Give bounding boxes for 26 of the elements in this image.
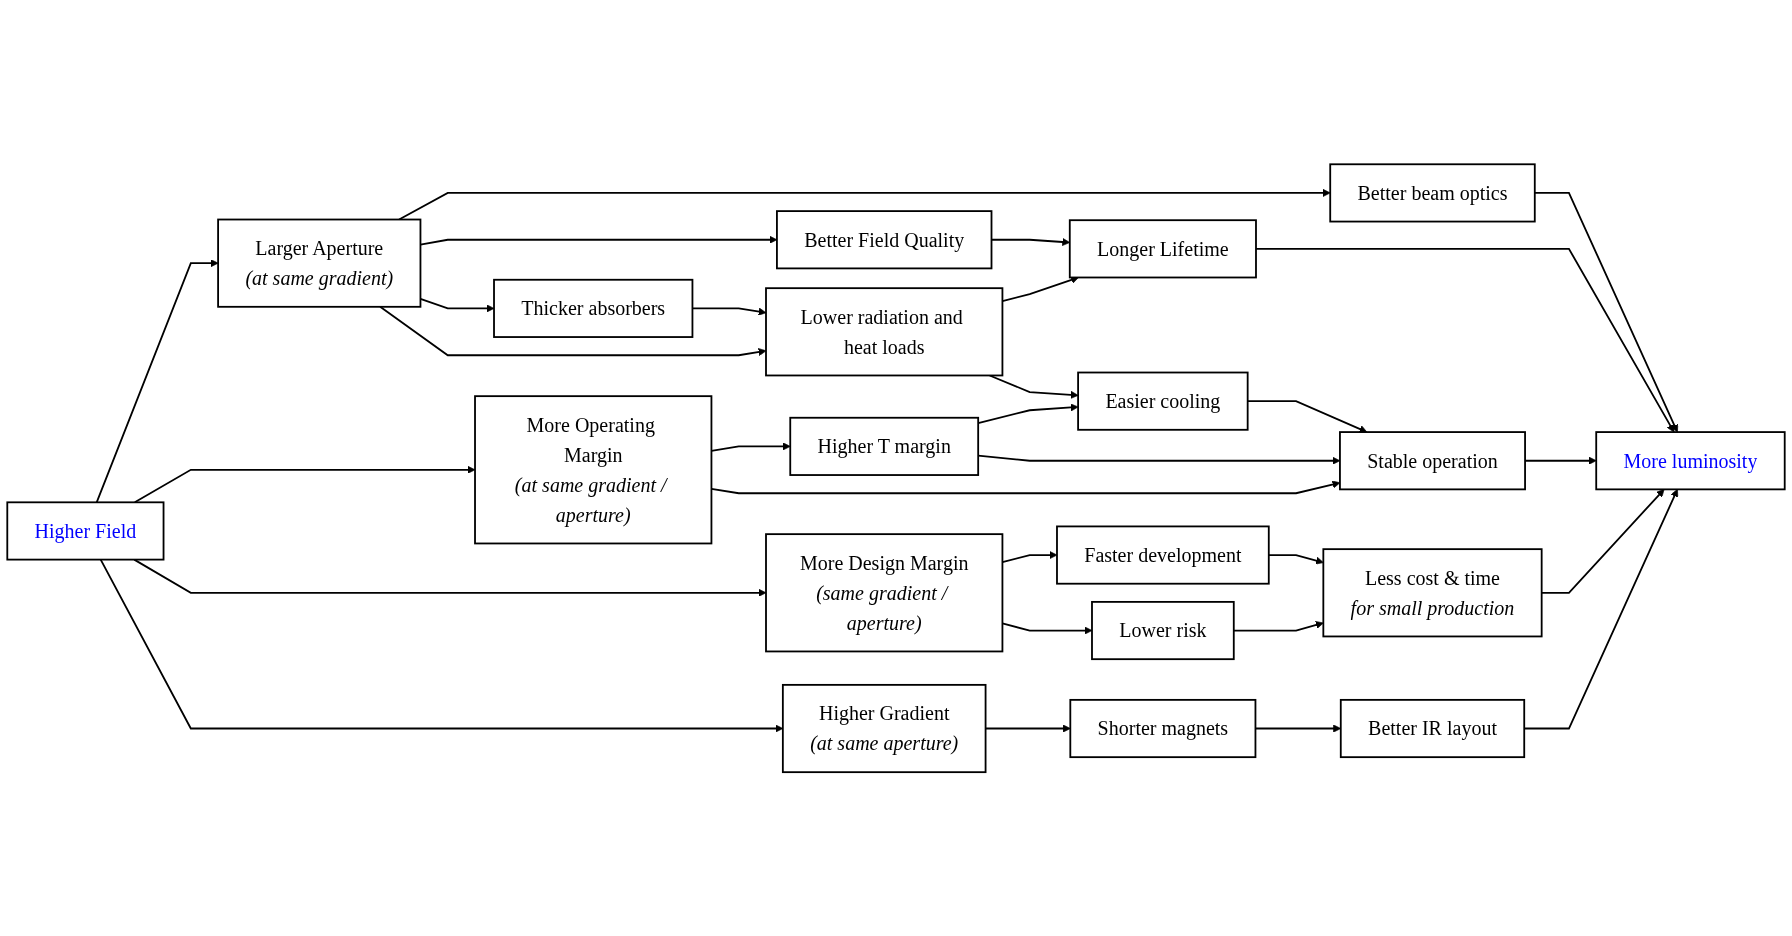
node-box: Better beam optics	[1329, 163, 1536, 223]
node-box: Lower radiation and heat loads	[765, 287, 1004, 377]
arrow	[1255, 247, 1675, 433]
node-box: Stable operation	[1339, 430, 1526, 491]
node-box: Less cost & time for small production	[1322, 548, 1543, 638]
node-box: Shorter magnets	[1069, 698, 1257, 758]
arrow	[379, 305, 767, 356]
node-box: Higher Field	[6, 501, 165, 561]
node-box: Better IR layout	[1339, 698, 1526, 758]
arrow	[988, 374, 1079, 399]
node-box: Higher Gradient (at same aperture)	[781, 683, 987, 773]
arrow	[398, 188, 1331, 221]
node-box: Faster development	[1056, 525, 1270, 585]
node-box: Larger Aperture (at same gradient)	[217, 218, 422, 308]
node-box: Easier cooling	[1077, 371, 1249, 431]
node-box: Longer Lifetime	[1068, 219, 1257, 279]
node-box: Thicker absorbers	[493, 278, 694, 338]
node-box: More Design Margin (same gradient / aperture)	[765, 533, 1004, 653]
arrow	[133, 465, 476, 503]
node-box: Better Field Quality	[776, 210, 993, 270]
node-box: Higher T margin	[789, 416, 980, 476]
arrow	[95, 258, 219, 503]
arrow	[133, 558, 767, 597]
node-box: More Operating Margin (at same gradient / aperture)	[474, 395, 713, 545]
node-box: More luminosity	[1595, 430, 1786, 491]
node-box: Lower risk	[1091, 600, 1235, 660]
